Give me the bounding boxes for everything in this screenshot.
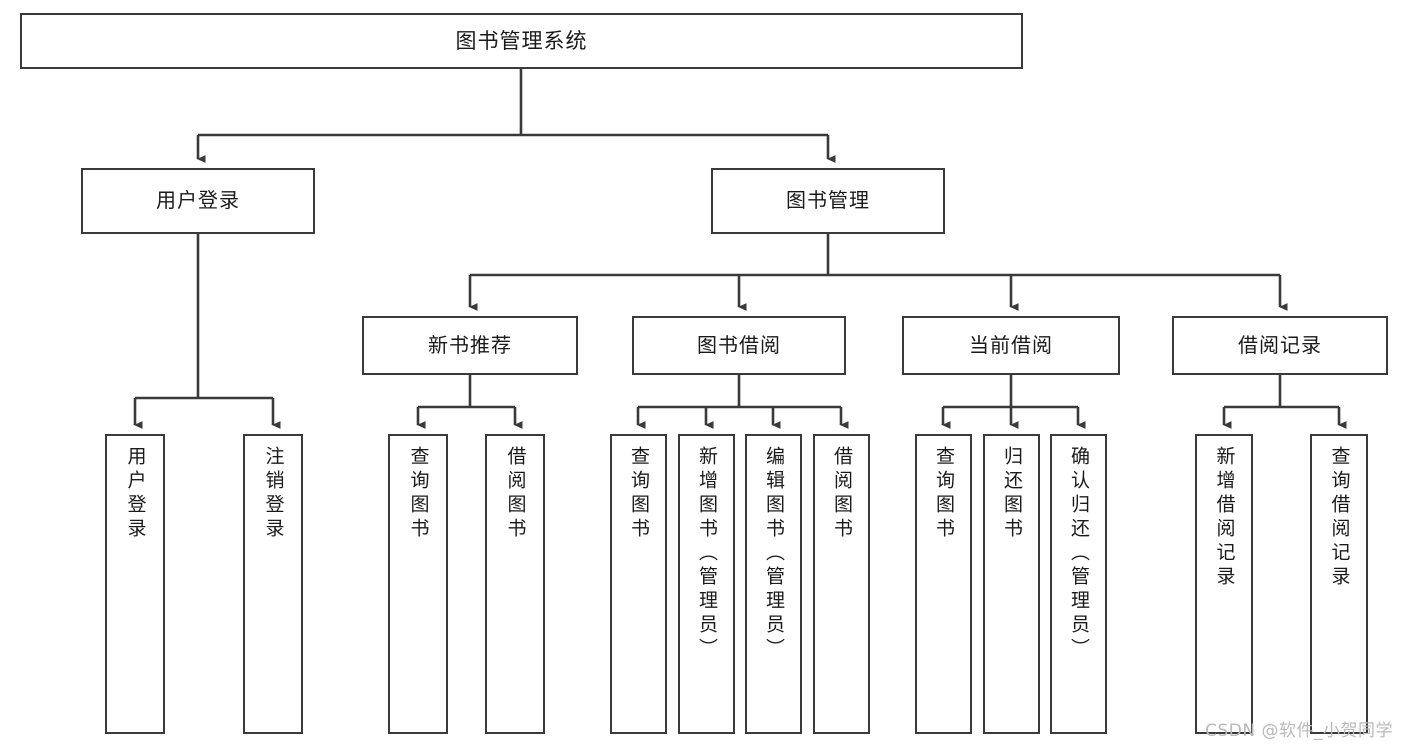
node-user-login-action-label: 用户登录 [124,446,147,542]
node-borrow-record[interactable]: 借阅记录 [1172,316,1388,375]
node-add-borrow-record-label: 新增借阅记录 [1213,446,1236,590]
node-add-book-admin-label: 新增图书（管理员） [696,446,718,662]
node-query-book-recommend-label: 查询图书 [407,446,430,542]
node-book-manage[interactable]: 图书管理 [711,168,945,234]
node-confirm-return-admin[interactable]: 确认归还（管理员） [1050,434,1107,734]
node-add-book-admin[interactable]: 新增图书（管理员） [678,434,735,734]
node-new-book-recommend[interactable]: 新书推荐 [362,316,578,375]
node-root[interactable]: 图书管理系统 [20,13,1023,69]
node-borrow-book-recommend[interactable]: 借阅图书 [485,434,545,734]
node-add-borrow-record[interactable]: 新增借阅记录 [1195,434,1253,734]
node-query-book-current-label: 查询图书 [933,446,955,542]
node-current-borrow[interactable]: 当前借阅 [902,316,1120,375]
node-return-book-label: 归还图书 [1001,446,1023,542]
node-query-book-borrow[interactable]: 查询图书 [610,434,667,734]
node-query-book-current[interactable]: 查询图书 [915,434,972,734]
node-borrow-book-action[interactable]: 借阅图书 [813,434,870,734]
node-user-login-label: 用户登录 [156,188,240,213]
node-confirm-return-admin-label: 确认归还（管理员） [1068,446,1090,662]
watermark: CSDN @软件_小贺同学 [1205,721,1393,741]
node-new-book-recommend-label: 新书推荐 [428,332,512,357]
node-user-login-action[interactable]: 用户登录 [105,434,165,734]
node-return-book[interactable]: 归还图书 [983,434,1040,734]
node-book-manage-label: 图书管理 [786,188,870,213]
node-root-label: 图书管理系统 [455,28,588,53]
node-book-borrow[interactable]: 图书借阅 [632,316,846,375]
node-query-borrow-record-label: 查询借阅记录 [1328,446,1351,590]
node-borrow-book-action-label: 借阅图书 [831,446,853,542]
node-logout-action-label: 注销登录 [262,446,285,542]
node-current-borrow-label: 当前借阅 [969,332,1053,357]
node-borrow-record-label: 借阅记录 [1238,332,1322,357]
node-query-borrow-record[interactable]: 查询借阅记录 [1310,434,1368,734]
node-logout-action[interactable]: 注销登录 [243,434,303,734]
node-query-book-borrow-label: 查询图书 [628,446,650,542]
node-user-login[interactable]: 用户登录 [81,168,315,234]
node-query-book-recommend[interactable]: 查询图书 [388,434,448,734]
node-book-borrow-label: 图书借阅 [697,332,781,357]
node-edit-book-admin-label: 编辑图书（管理员） [763,446,785,662]
node-edit-book-admin[interactable]: 编辑图书（管理员） [745,434,802,734]
node-borrow-book-recommend-label: 借阅图书 [504,446,527,542]
